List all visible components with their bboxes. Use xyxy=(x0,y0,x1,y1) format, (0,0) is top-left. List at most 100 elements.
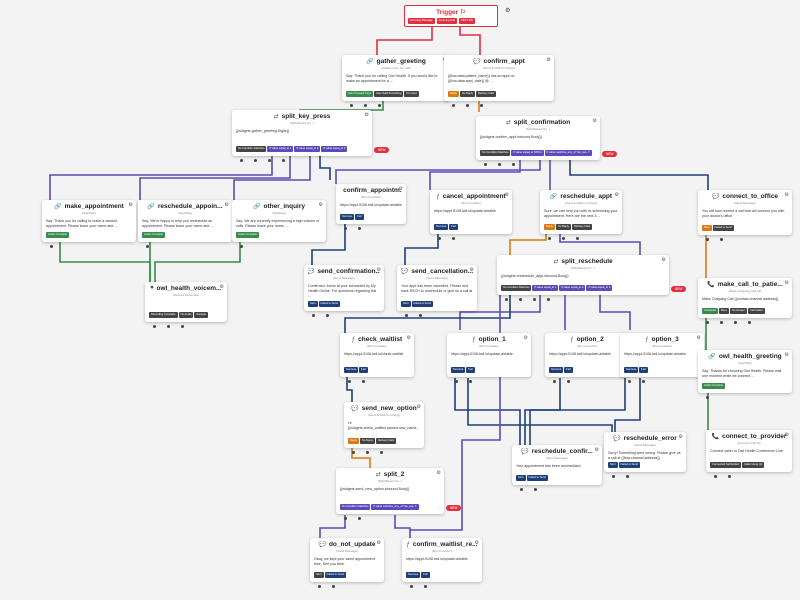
gear-icon[interactable]: ⚙ xyxy=(523,335,528,341)
connector-dot[interactable] xyxy=(548,237,551,240)
transition-button[interactable]: No Condition Matches xyxy=(340,504,371,510)
transition-button[interactable]: Audio Complete xyxy=(702,383,726,389)
transition-button[interactable]: Reply xyxy=(448,91,459,97)
connector-dot[interactable] xyxy=(380,451,383,454)
transition-button[interactable]: Fail xyxy=(639,367,648,373)
transition-button[interactable]: No Condition Matches xyxy=(236,146,267,152)
node-connect-to-provider[interactable]: ⚙📞connect_to_provider(Connect Call To)Co… xyxy=(706,430,792,472)
connector-dot[interactable] xyxy=(469,380,472,383)
connector-dot[interactable] xyxy=(452,104,455,107)
transition-button[interactable]: If value equal_to RSCH xyxy=(511,150,544,156)
connector-dot[interactable] xyxy=(419,314,422,317)
gear-icon[interactable]: ⚙ xyxy=(469,267,474,273)
transition-button[interactable]: Delivery Fails xyxy=(475,91,497,97)
transition-button[interactable]: Delivery Fails xyxy=(571,224,593,230)
transition-button[interactable]: Fail xyxy=(359,367,368,373)
connector-dot[interactable] xyxy=(720,238,723,241)
trigger-incoming-call[interactable]: Incoming Call xyxy=(436,18,457,24)
trigger-node[interactable]: Trigger ⚐ Incoming Message Incoming Call… xyxy=(404,5,498,27)
transition-button[interactable]: User Said Something xyxy=(374,91,404,97)
connector-dot[interactable] xyxy=(498,163,501,166)
gear-icon[interactable]: ⚙ xyxy=(398,186,403,192)
gear-icon[interactable]: ⚙ xyxy=(504,192,509,198)
transition-button[interactable]: Caller Hung Up xyxy=(741,462,765,468)
transition-button[interactable]: Reply xyxy=(544,224,555,230)
gear-icon[interactable]: ⚙ xyxy=(364,112,369,118)
connector-dot[interactable] xyxy=(706,396,709,399)
transition-button[interactable]: Sent xyxy=(308,301,318,307)
gear-icon[interactable]: ⚙ xyxy=(592,118,597,124)
connector-dot[interactable] xyxy=(254,159,257,162)
gear-icon[interactable]: ⚙ xyxy=(594,447,599,453)
gear-icon[interactable]: ⚙ xyxy=(416,404,421,410)
connector-dot[interactable] xyxy=(312,314,315,317)
connector-dot[interactable] xyxy=(567,380,570,383)
connector-dot[interactable] xyxy=(714,475,717,478)
connector-dot[interactable] xyxy=(553,380,556,383)
transition-button[interactable]: Fail xyxy=(466,367,475,373)
connector-dot[interactable] xyxy=(344,517,347,520)
node-other-inquiry[interactable]: ⚙🔗other_inquiry(Say/Play)Say: We are cur… xyxy=(232,200,326,242)
node-split-2[interactable]: ⚙⇄split_2(Split Based On...){{widgets.se… xyxy=(336,468,444,514)
connector-dot[interactable] xyxy=(350,104,353,107)
transition-button[interactable]: Fail xyxy=(421,572,430,578)
node-connect-to-office[interactable]: ⚙💬connect_to_office(Send Message)You wil… xyxy=(698,190,792,235)
transition-button[interactable]: Failed to Send xyxy=(318,301,340,307)
connector-dot[interactable] xyxy=(362,380,365,383)
connector-dot[interactable] xyxy=(326,314,329,317)
connector-dot[interactable] xyxy=(642,380,645,383)
node-confirm-appt[interactable]: ⚙💬confirm_appt(Send & Wait For Reply){{f… xyxy=(444,55,554,101)
transition-button[interactable]: Answered xyxy=(702,308,718,314)
transition-button[interactable]: Success xyxy=(451,367,466,373)
connector-dot[interactable] xyxy=(410,585,413,588)
connector-dot[interactable] xyxy=(318,585,321,588)
connector-dot[interactable] xyxy=(167,325,170,328)
transition-button[interactable]: No Input xyxy=(404,91,419,97)
new-transition-badge[interactable]: NEW xyxy=(446,505,462,511)
gear-icon[interactable]: ⚙ xyxy=(505,8,511,14)
transition-button[interactable]: If value equal_to 1 xyxy=(532,285,559,291)
connector-dot[interactable] xyxy=(466,104,469,107)
transition-button[interactable]: Sent xyxy=(401,301,411,307)
connector-dot[interactable] xyxy=(505,298,508,301)
trigger-incoming-message[interactable]: Incoming Message xyxy=(408,18,435,24)
connector-dot[interactable] xyxy=(344,227,347,230)
gear-icon[interactable]: ⚙ xyxy=(784,432,789,438)
connector-dot[interactable] xyxy=(576,237,579,240)
node-gather-greeting[interactable]: ⚙🔗gather_greeting(Gather Input On Call)S… xyxy=(342,55,450,101)
gear-icon[interactable]: ⚙ xyxy=(128,202,133,208)
connector-dot[interactable] xyxy=(240,159,243,162)
connector-dot[interactable] xyxy=(424,585,427,588)
transition-button[interactable]: Hangup xyxy=(194,312,208,318)
transition-button[interactable]: No Condition Matches xyxy=(480,150,511,156)
connector-dot[interactable] xyxy=(452,237,455,240)
transition-button[interactable]: Audio Complete xyxy=(142,232,166,238)
transition-button[interactable]: No Audio xyxy=(178,312,194,318)
gear-icon[interactable]: ⚙ xyxy=(474,540,479,546)
connector-dot[interactable] xyxy=(626,475,629,478)
connector-dot[interactable] xyxy=(484,163,487,166)
connector-dot[interactable] xyxy=(358,517,361,520)
gear-icon[interactable]: ⚙ xyxy=(696,335,701,341)
transition-button[interactable]: No Condition Matches xyxy=(501,285,532,291)
trigger-rest-api[interactable]: REST API xyxy=(458,18,475,24)
transition-button[interactable]: If value matches_any_of Yes, yes, Y xyxy=(544,150,592,156)
transition-button[interactable]: If value equal_to 3 xyxy=(586,285,613,291)
transition-button[interactable]: Success xyxy=(624,367,639,373)
connector-dot[interactable] xyxy=(547,298,550,301)
connector-dot[interactable] xyxy=(519,298,522,301)
transition-button[interactable]: Failed to Send xyxy=(712,225,734,231)
node-reschedule-appoint[interactable]: ⚙🔗reschedule_appoin...(Say/Play)Say: We'… xyxy=(138,200,232,242)
transition-button[interactable]: If value matches_any_of Yes, yes, Y xyxy=(371,504,419,510)
connector-dot[interactable] xyxy=(612,475,615,478)
transition-button[interactable]: Success xyxy=(406,572,421,578)
node-send-new-option[interactable]: ⚙💬send_new_option(Send & Wait For Reply)… xyxy=(344,402,424,448)
node-make-appointment[interactable]: ⚙🔗make_appointment(Say/Play)Say: Thank y… xyxy=(42,200,136,242)
transition-button[interactable]: Fail xyxy=(355,214,364,220)
connector-dot[interactable] xyxy=(520,488,523,491)
gear-icon[interactable]: ⚙ xyxy=(784,352,789,358)
